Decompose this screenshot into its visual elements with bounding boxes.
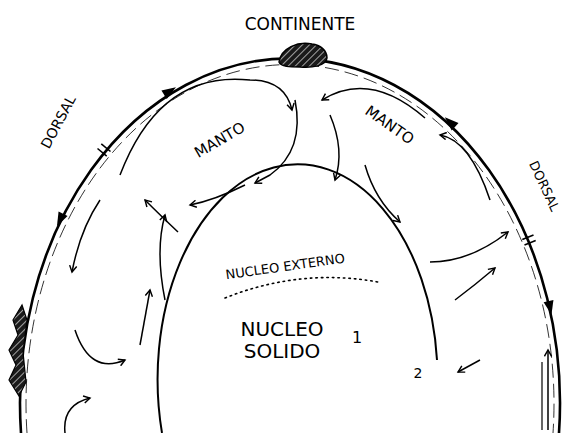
callout-number-holder: 2: [412, 364, 425, 382]
ridge-label-holder: DORSAL: [525, 156, 565, 216]
ridge-label: DORSAL: [525, 157, 562, 216]
continent-block: [9, 305, 27, 396]
convection-arrows: [65, 79, 548, 433]
inner-core-label: NUCLEO SOLIDO: [227, 318, 337, 362]
mantle-label-holder: MANTO: [361, 101, 420, 149]
continent-label-holder: CONTINENTE: [243, 15, 358, 34]
convection-arrow-line: [541, 362, 542, 430]
outer-core-label-holder: NUCLEO EXTERNO: [222, 249, 347, 284]
mantle-label: MANTO: [361, 102, 419, 150]
ridge-label: DORSAL: [37, 91, 80, 153]
surface-arrowhead: [441, 114, 458, 131]
ridge-mark: [522, 235, 535, 245]
callout-number-holder: 1: [350, 329, 364, 347]
outer-core-label: NUCLEO EXTERNO: [223, 252, 348, 283]
crust-line: [26, 65, 554, 433]
surface-arrowhead: [544, 300, 557, 316]
inner-core-boundary: [225, 278, 378, 298]
mantle-label: MANTO: [190, 118, 250, 162]
continent-block: [279, 43, 327, 67]
callout-number: 1: [350, 329, 364, 347]
callout-number: 2: [412, 366, 425, 381]
continent-label: CONTINENTE: [243, 15, 358, 34]
core-boundary: [158, 164, 437, 433]
surface-arrowhead: [52, 212, 67, 229]
ridge-mark: [98, 144, 111, 156]
inner-core-label-holder: NUCLEO SOLIDO: [227, 318, 337, 362]
mantle-label-holder: MANTO: [190, 118, 250, 163]
earth-surface: [20, 58, 560, 433]
ridge-label-holder: DORSAL: [36, 90, 81, 153]
